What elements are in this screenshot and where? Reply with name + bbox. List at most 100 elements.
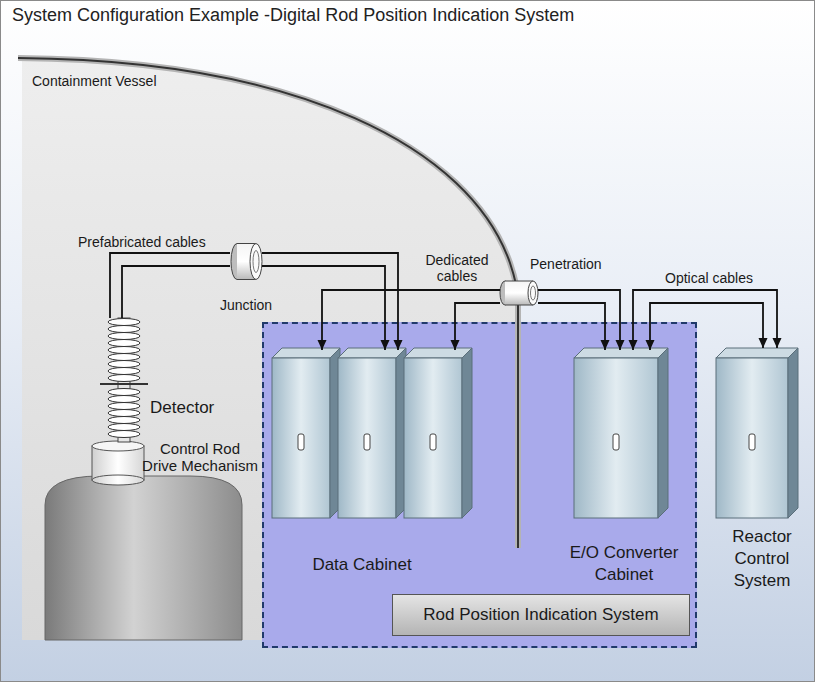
detector-coil [108,410,140,417]
cable-connector [538,290,625,350]
detector-label: Detector [150,398,214,418]
penetration-cylinder [531,286,536,300]
junction-cylinder [231,244,262,280]
arrow-head [616,340,625,350]
junction-cylinder [231,244,243,280]
penetration-cylinder [500,281,510,305]
detector-coil [108,417,140,424]
cable-connector [262,253,403,350]
junction: Junction [230,243,262,280]
junction-label: Junction [220,297,272,314]
cabinet-illustration [574,358,658,518]
detector-coil [108,333,140,340]
cable-line [262,253,398,350]
arrow-head [318,340,327,350]
data-cabinet: Data Cabinet [274,350,474,520]
detector-coil [108,361,140,368]
cabinet-illustration [788,348,798,518]
cabinet-illustration [574,348,668,518]
cabinet-illustration [338,348,406,518]
detector-coil [108,326,140,333]
control-system-cabinet: Reactor Control System [716,348,798,518]
cabinet-illustration [272,358,330,518]
arrow-head [646,340,655,350]
cable-label: Optical cables [665,270,753,287]
cable-connector [110,253,230,318]
cabinet-illustration [404,348,472,518]
detector-coil [108,340,140,347]
cabinet-illustration [364,434,370,450]
cable-label: Prefabricated cables [78,234,206,251]
penetration-cylinder [500,281,538,305]
detector-coil [108,347,140,354]
cabinet-illustration [462,348,472,518]
cabinet-illustration [272,348,798,518]
cabinet-illustration [716,348,798,518]
drive-mechanism-illustration [45,441,242,640]
penetration: Penetration [500,281,538,305]
cable-line [110,253,230,318]
cable-connector [629,290,782,350]
drive-mechanism: Control Rod Drive Mechanism [92,440,144,484]
cabinet-illustration [404,358,462,518]
cabinet-illustration [338,358,396,518]
arrow-head [451,340,460,350]
cabinet-illustration [716,348,798,358]
detector-coil [108,389,140,396]
cable-line [455,303,500,350]
detector-coil [108,431,140,438]
penetration-label: Penetration [530,256,602,273]
detector-coil [108,319,140,326]
arrow-head [759,338,768,348]
region-title: Rod Position Indication System [392,594,690,636]
drive-mechanism-illustration [92,446,144,480]
cabinet-illustration [272,348,340,358]
penetration-cylinder [505,305,533,306]
cabinet-illustration [749,434,755,450]
detector-coil [118,318,130,442]
cabinet-illustration [613,434,619,450]
arrow-head [601,340,610,350]
cabinet-illustration [658,348,668,518]
penetration-cylinder [505,281,533,305]
label-holder: Optical cables [665,270,753,287]
cable-line [538,290,620,350]
cabinet-illustration [430,434,436,450]
cable-connector [318,290,501,350]
cabinet-illustration [298,434,304,450]
drive-mechanism-illustration [92,475,144,485]
cable-line [122,266,230,318]
cable-line [262,266,385,350]
cabinet-label: Reactor Control System [720,526,805,592]
junction-cylinder [237,279,256,280]
penetration-cylinder [505,281,533,282]
cabinet-label: Data Cabinet [312,555,411,575]
junction-cylinder [237,244,256,280]
drive-mechanism-illustration [45,476,242,640]
cable-label: Dedicated cables [417,252,497,284]
cable-line [322,290,500,350]
cabinet-illustration [272,348,340,518]
vessel-wall [18,58,518,548]
cabinet-label: E/O Converter Cabinet [559,542,689,586]
detector-coil [108,368,140,375]
cabinet-illustration [716,358,788,518]
detector-coil [108,354,140,361]
cable-line [538,303,605,350]
arrow-head [394,340,403,350]
cabinet-illustration [330,348,340,518]
cabinet-illustration [396,348,406,518]
arrow-head [773,338,782,348]
penetration-cylinder [528,281,538,305]
vessel-wall [18,58,518,548]
label-holder: Prefabricated cables [78,234,206,251]
detector: Detector [108,318,140,440]
cabinet-illustration [404,348,472,358]
detector-coil [108,375,140,382]
junction-cylinder [250,244,262,280]
detector-coil [100,383,148,385]
arrow-head [381,340,390,350]
